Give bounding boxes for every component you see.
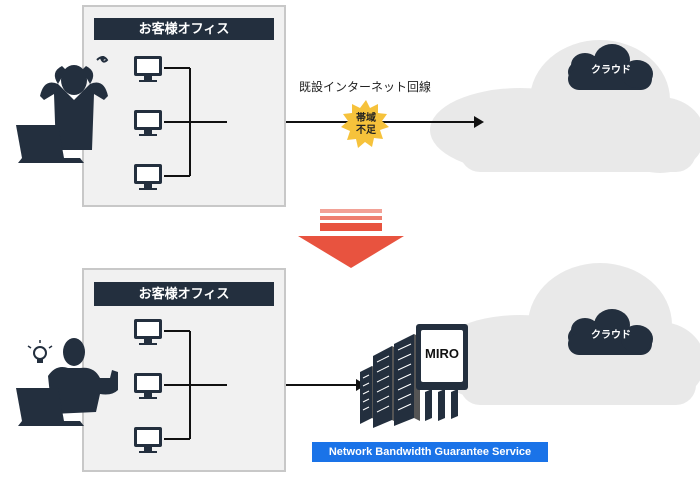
monitor-icon xyxy=(134,56,162,82)
cloud-label: クラウド xyxy=(591,330,631,341)
miro-label: MIRO xyxy=(425,346,459,361)
office-title: お客様オフィス xyxy=(94,282,274,306)
monitor-icon xyxy=(134,164,162,190)
cloud-icon xyxy=(568,44,653,90)
person-thumbs-up-icon xyxy=(48,338,118,414)
transition-arrow xyxy=(298,209,404,268)
line-arrowhead xyxy=(474,116,484,128)
monitor-icon xyxy=(134,110,162,136)
laptop-icon xyxy=(16,125,84,163)
bottleneck-burst-icon xyxy=(341,100,389,148)
monitor-icon xyxy=(134,427,162,453)
miro-appliance xyxy=(416,324,468,390)
sigh-icon xyxy=(96,56,109,63)
lightbulb-icon xyxy=(27,340,53,363)
internet-line-label: 既設インターネット回線 xyxy=(299,80,432,94)
cloud-label: クラウド xyxy=(591,65,631,76)
monitor-icon xyxy=(134,373,162,399)
cloud-icon xyxy=(568,309,653,355)
monitor-icon xyxy=(134,319,162,345)
office-title: お客様オフィス xyxy=(94,18,274,40)
service-badge: Network Bandwidth Guarantee Service xyxy=(312,442,548,462)
laptop-icon xyxy=(16,388,84,426)
bottleneck-badge: 帯域 不足 xyxy=(356,113,376,136)
server-rack-icon xyxy=(360,334,458,428)
